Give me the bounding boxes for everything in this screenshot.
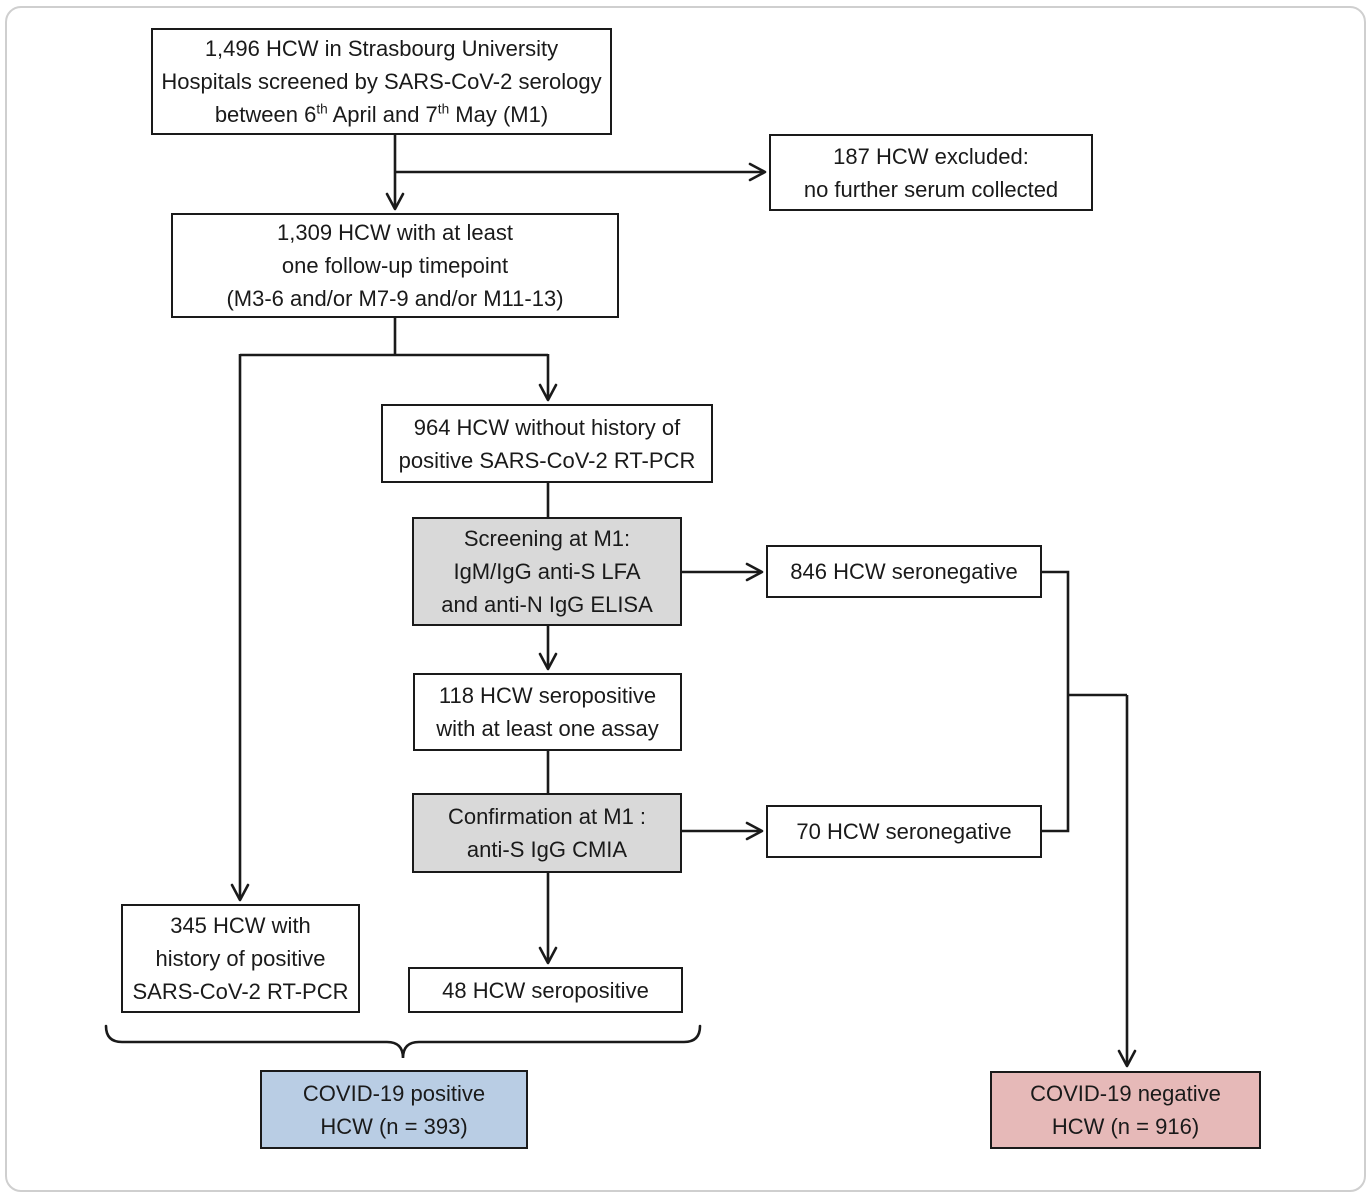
box-text-line: 1,496 HCW in Strasbourg University bbox=[204, 36, 559, 61]
line-seronegative-bracket bbox=[1042, 570, 1070, 833]
box-text-line: Hospitals screened by SARS-CoV-2 serolog… bbox=[161, 69, 602, 94]
box-text-line: 118 HCW seropositive bbox=[438, 683, 657, 708]
box-text-line: with at least one assay bbox=[436, 716, 659, 741]
flow-box-screening: Screening at M1: IgM/IgG anti-S LFA and … bbox=[412, 517, 682, 626]
box-text-line: 187 HCW excluded: bbox=[833, 143, 1029, 169]
box-text-line: Screening at M1: bbox=[463, 526, 631, 551]
box-text-line: IgM/IgG anti-S LFA bbox=[453, 559, 641, 584]
flow-box-seropositive-118: 118 HCW seropositive with at least one a… bbox=[413, 673, 682, 751]
box-text-line: no further serum collected bbox=[803, 176, 1059, 202]
flow-box-seronegative-70: 70 HCW seronegative bbox=[766, 805, 1042, 858]
box-text-line: (M3-6 and/or M7-9 and/or M11-13) bbox=[226, 286, 564, 311]
flow-box-no-history: 964 HCW without history of positive SARS… bbox=[381, 404, 713, 483]
flow-box-covid-positive: COVID-19 positive HCW (n = 393) bbox=[260, 1070, 528, 1149]
box-text-line: between 6th April and 7th May (M1) bbox=[214, 101, 549, 127]
flow-box-screened: 1,496 HCW in Strasbourg University Hospi… bbox=[151, 28, 612, 135]
box-text-line: 70 HCW seronegative bbox=[796, 819, 1012, 844]
box-text-line: 1,309 HCW with at least bbox=[277, 220, 513, 245]
box-text-line: COVID-19 positive bbox=[302, 1080, 486, 1106]
box-text-line: 345 HCW with bbox=[170, 913, 311, 938]
flow-box-followup: 1,309 HCW with at least one follow-up ti… bbox=[171, 213, 619, 318]
box-text-line: 48 HCW seropositive bbox=[442, 977, 649, 1003]
box-text-line: COVID-19 negative bbox=[1030, 1081, 1221, 1106]
box-text-line: HCW (n = 916) bbox=[1051, 1114, 1200, 1139]
box-text-line: anti-S IgG CMIA bbox=[466, 837, 628, 862]
brace-covid-positive bbox=[104, 1024, 702, 1059]
box-text-line: HCW (n = 393) bbox=[320, 1113, 468, 1139]
box-text-line: Confirmation at M1 : bbox=[447, 804, 647, 829]
flow-box-seronegative-846: 846 HCW seronegative bbox=[766, 545, 1042, 598]
box-text-line: and anti-N IgG ELISA bbox=[441, 592, 653, 617]
ordinal-superscript: th bbox=[437, 101, 450, 117]
ordinal-superscript: th bbox=[316, 101, 328, 117]
flow-box-history-345: 345 HCW with history of positive SARS-Co… bbox=[121, 904, 360, 1013]
flow-box-seropositive-48: 48 HCW seropositive bbox=[408, 967, 683, 1013]
box-text-line: one follow-up timepoint bbox=[281, 253, 509, 278]
flow-box-covid-negative: COVID-19 negative HCW (n = 916) bbox=[990, 1071, 1261, 1149]
box-text-line: 964 HCW without history of bbox=[413, 414, 681, 440]
box-text-line: SARS-CoV-2 RT-PCR bbox=[132, 979, 349, 1004]
flow-box-excluded: 187 HCW excluded: no further serum colle… bbox=[769, 134, 1093, 211]
flow-box-confirmation: Confirmation at M1 : anti-S IgG CMIA bbox=[412, 793, 682, 873]
box-text-line: 846 HCW seronegative bbox=[790, 559, 1018, 584]
box-text-line: history of positive bbox=[155, 946, 326, 971]
box-text-line: positive SARS-CoV-2 RT-PCR bbox=[398, 447, 696, 473]
